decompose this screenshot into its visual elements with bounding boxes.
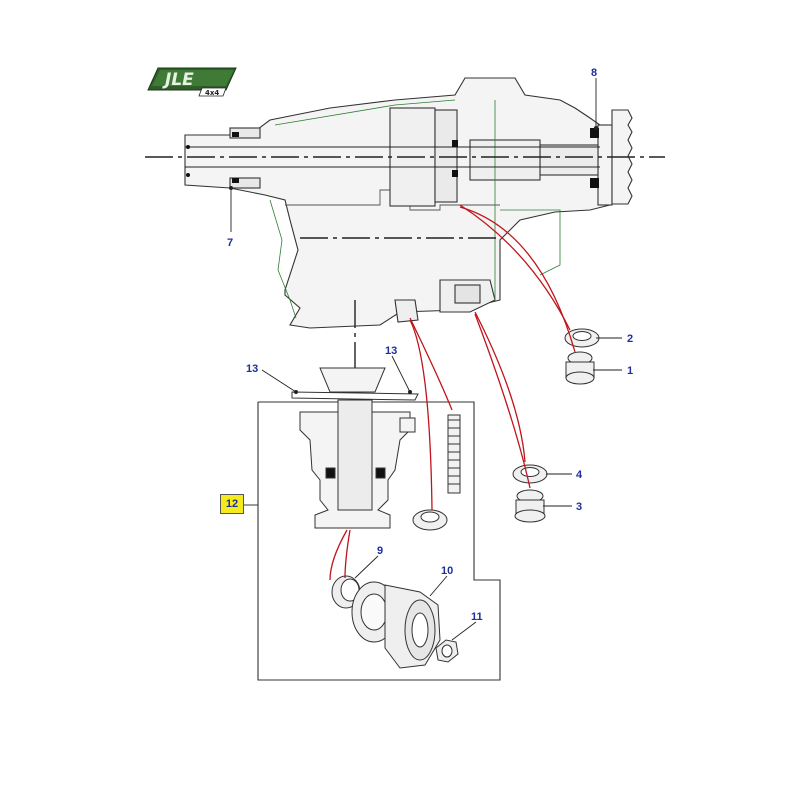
hidden-edge-lines — [269, 99, 561, 319]
callout-7: 7 — [227, 237, 233, 249]
extension-housing — [299, 367, 416, 529]
callout-13-left: 13 — [246, 363, 258, 375]
part-9-seal — [331, 575, 361, 609]
part-1-plug — [565, 351, 595, 385]
callout-leader-lines — [230, 78, 622, 641]
part-4-washer — [512, 464, 548, 484]
callout-10: 10 — [441, 565, 453, 577]
part-11-nut — [435, 639, 459, 663]
sub-assembly-outline — [257, 401, 501, 681]
gasket-13 — [291, 391, 419, 401]
logo-sub-text: 4x4 — [205, 89, 219, 97]
red-leader-lines — [329, 204, 576, 581]
part-10-flange — [351, 581, 441, 669]
callout-2: 2 — [627, 333, 633, 345]
callout-11: 11 — [471, 611, 483, 623]
seal-marks — [186, 128, 599, 188]
logo-brand-text: JLE — [162, 70, 194, 90]
transfer-box-casing — [184, 77, 633, 329]
part-3-plug — [514, 489, 546, 523]
callout-8: 8 — [591, 67, 597, 79]
callout-9: 9 — [377, 545, 383, 557]
stud-part — [447, 414, 461, 494]
leader-dots — [229, 126, 598, 394]
seal-ring-part — [412, 509, 448, 531]
callout-4: 4 — [576, 469, 583, 481]
callout-13-right: 13 — [385, 345, 397, 357]
jle-logo: JLE 4x4 — [147, 67, 237, 97]
callout-3: 3 — [576, 501, 582, 513]
callout-1: 1 — [627, 365, 633, 377]
callout-12-highlight: 12 — [220, 494, 244, 514]
part-2-washer — [564, 328, 600, 348]
